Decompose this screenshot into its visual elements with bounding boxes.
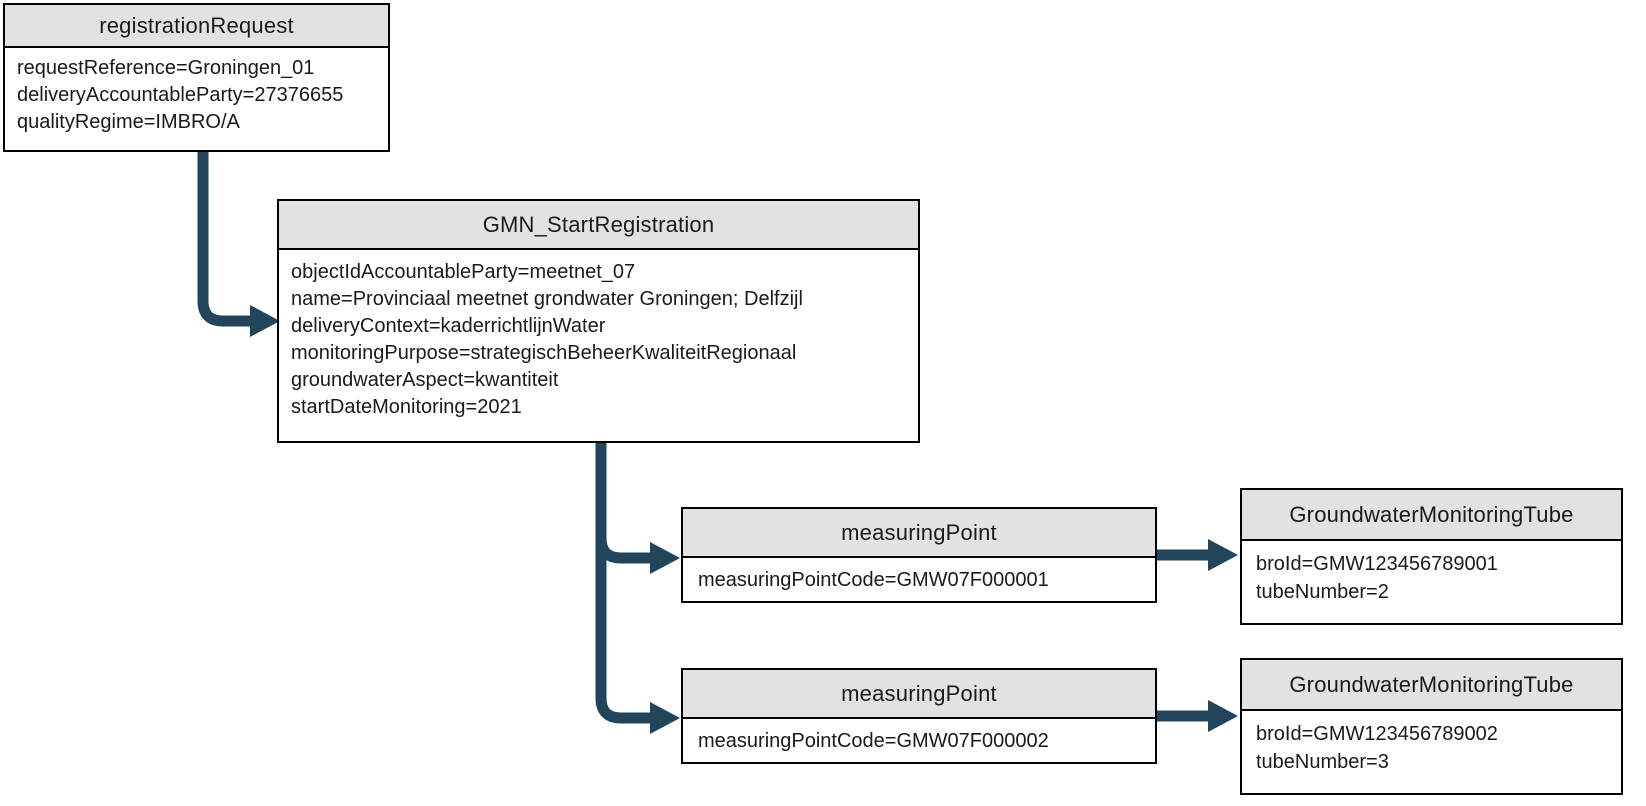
body-line: startDateMonitoring=2021 (291, 396, 522, 418)
connector-measuringpoint2-to-tube2-arrow (1157, 700, 1238, 732)
node-groundwater-monitoring-tube-1-title: GroundwaterMonitoringTube (1242, 490, 1621, 541)
body-line: broId=GMW123456789001 (1256, 553, 1498, 575)
node-groundwater-monitoring-tube-1-body: broId=GMW123456789001 tubeNumber=2 (1242, 541, 1621, 615)
body-line: tubeNumber=2 (1256, 581, 1389, 603)
body-line: deliveryContext=kaderrichtlijnWater (291, 315, 606, 337)
body-line: measuringPointCode=GMW07F000001 (698, 569, 1049, 591)
node-groundwater-monitoring-tube-1: GroundwaterMonitoringTube broId=GMW12345… (1240, 488, 1623, 625)
node-registration-request: registrationRequest requestReference=Gro… (3, 3, 390, 152)
node-groundwater-monitoring-tube-2-title: GroundwaterMonitoringTube (1242, 660, 1621, 711)
node-measuring-point-1-title: measuringPoint (683, 509, 1155, 558)
connector-gmn-to-measuringpoint2-arrow (595, 443, 680, 734)
body-line: qualityRegime=IMBRO/A (17, 111, 240, 133)
body-line: measuringPointCode=GMW07F000002 (698, 730, 1049, 752)
node-groundwater-monitoring-tube-2-body: broId=GMW123456789002 tubeNumber=3 (1242, 711, 1621, 785)
body-line: name=Provinciaal meetnet grondwater Gron… (291, 288, 803, 310)
body-line: tubeNumber=3 (1256, 751, 1389, 773)
node-measuring-point-2-body: measuringPointCode=GMW07F000002 (683, 719, 1155, 764)
connector-measuringpoint1-to-tube1-arrow (1157, 539, 1238, 571)
body-line: objectIdAccountableParty=meetnet_07 (291, 261, 636, 283)
node-measuring-point-1-body: measuringPointCode=GMW07F000001 (683, 558, 1155, 603)
body-line: deliveryAccountableParty=27376655 (17, 84, 344, 106)
node-gmn-start-registration-title: GMN_StartRegistration (279, 201, 918, 250)
node-measuring-point-2-title: measuringPoint (683, 670, 1155, 719)
node-registration-request-title: registrationRequest (5, 5, 388, 48)
node-measuring-point-1: measuringPoint measuringPointCode=GMW07F… (681, 507, 1157, 603)
body-line: groundwaterAspect=kwantiteit (291, 369, 559, 391)
node-measuring-point-2: measuringPoint measuringPointCode=GMW07F… (681, 668, 1157, 764)
body-line: broId=GMW123456789002 (1256, 723, 1498, 745)
node-gmn-start-registration-body: objectIdAccountableParty=meetnet_07 name… (279, 250, 918, 428)
node-groundwater-monitoring-tube-2: GroundwaterMonitoringTube broId=GMW12345… (1240, 658, 1623, 795)
connector-registration-to-gmn-arrow (197, 152, 280, 337)
node-registration-request-body: requestReference=Groningen_01 deliveryAc… (5, 48, 388, 143)
body-line: requestReference=Groningen_01 (17, 57, 315, 79)
connector-gmn-to-measuringpoint1-arrow (595, 443, 680, 574)
body-line: monitoringPurpose=strategischBeheerKwali… (291, 342, 797, 364)
node-gmn-start-registration: GMN_StartRegistration objectIdAccountabl… (277, 199, 920, 443)
